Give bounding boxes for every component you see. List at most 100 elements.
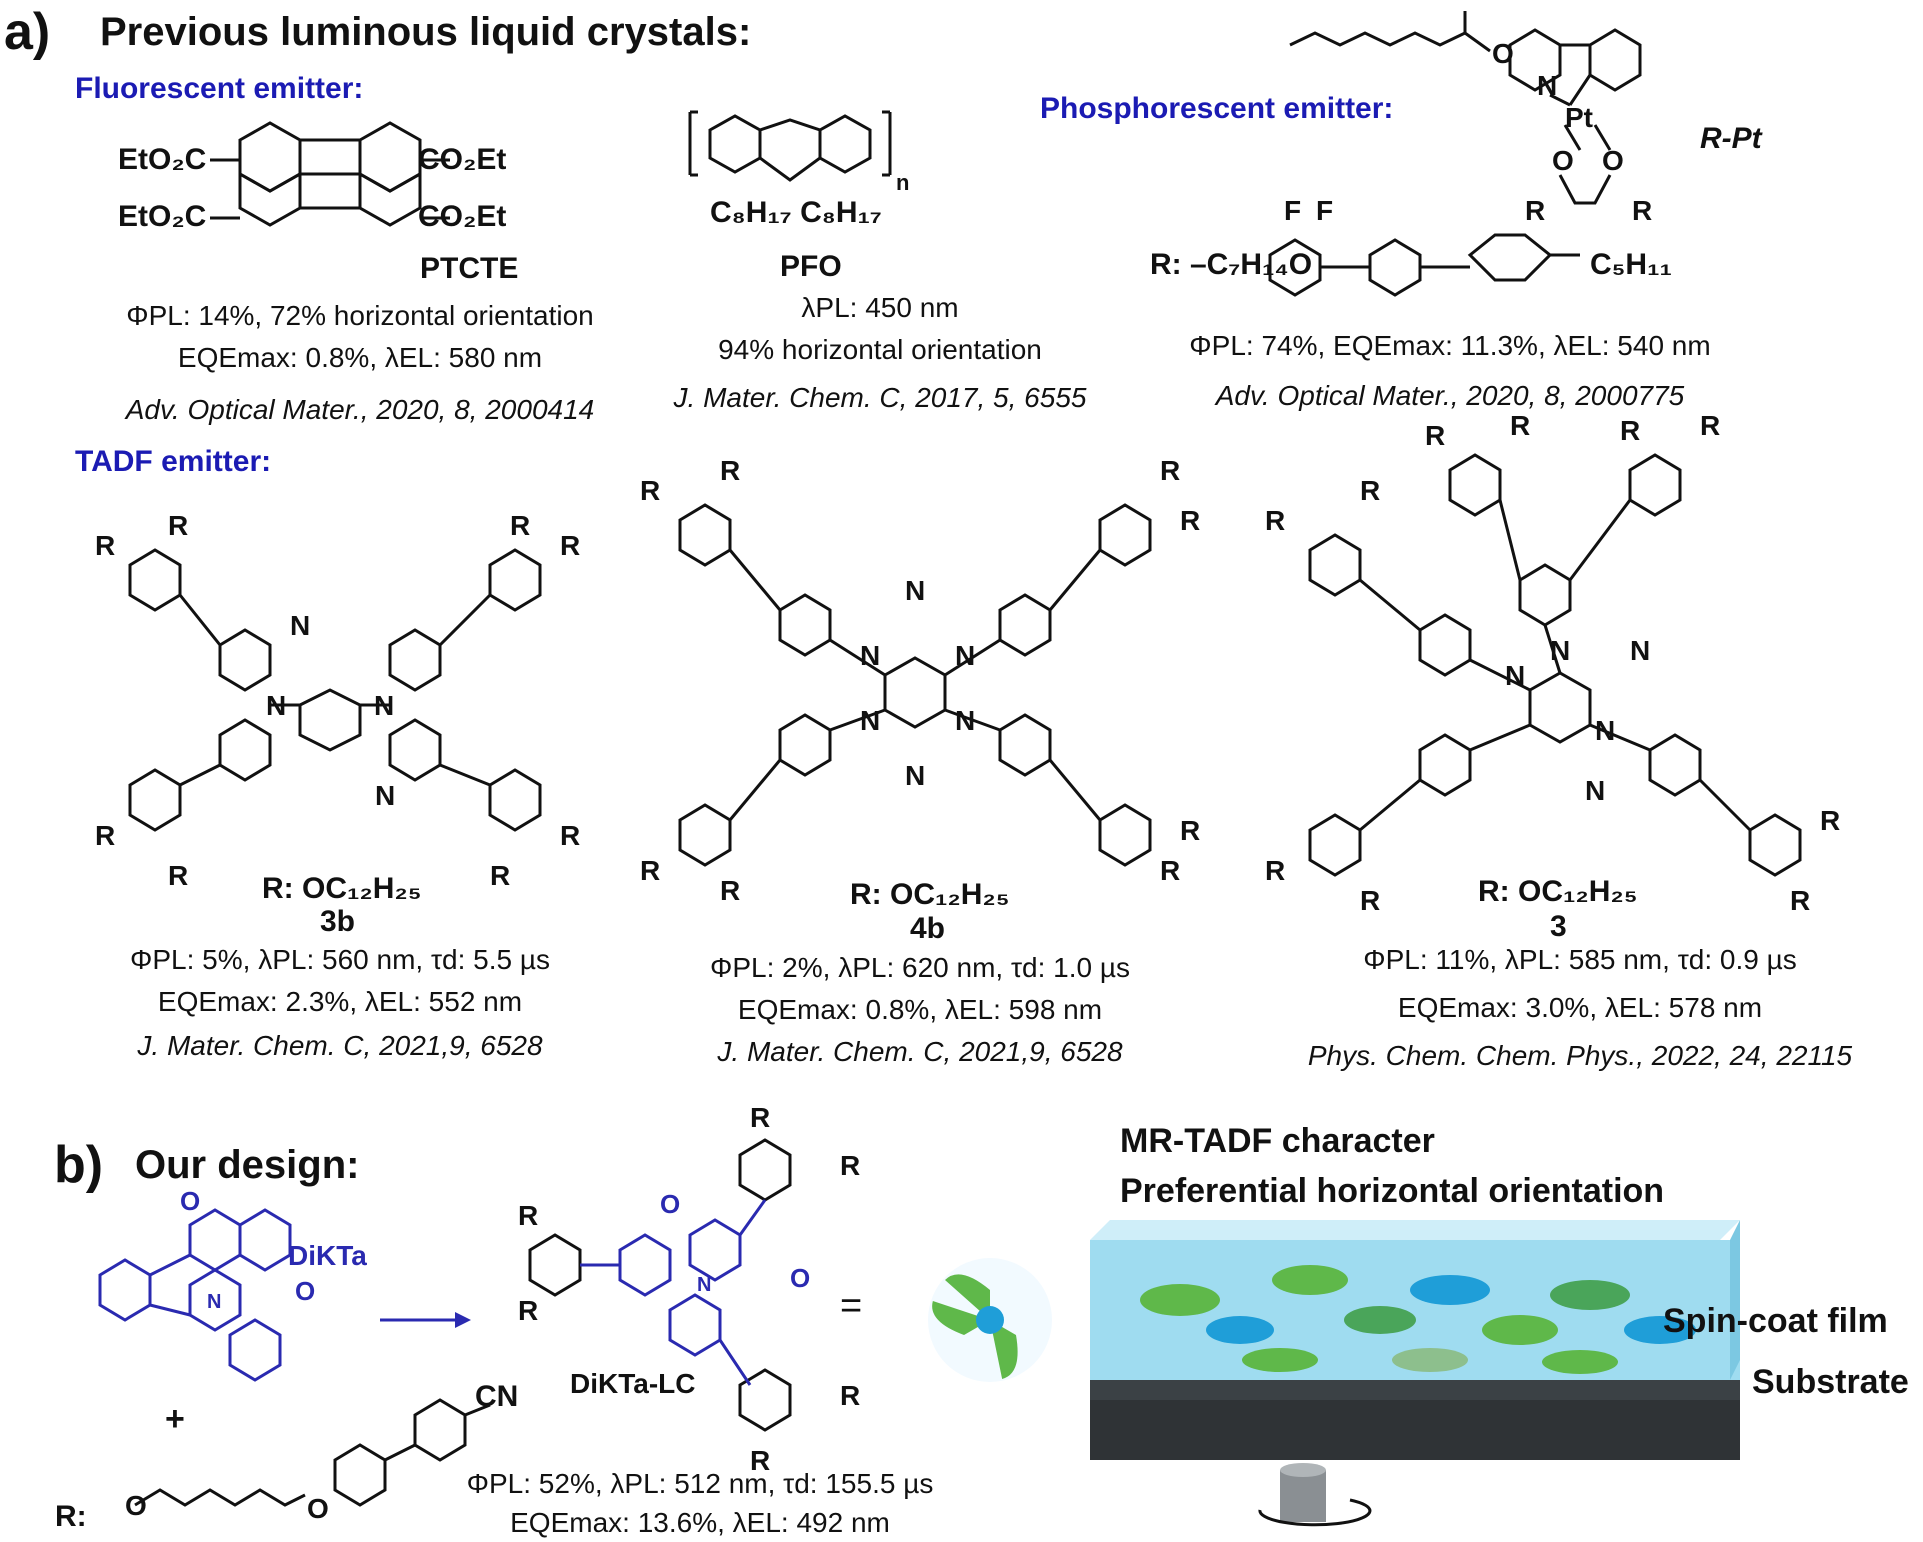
- pfo-chains: C₈H₁₇ C₈H₁₇: [710, 196, 882, 229]
- svg-text:O: O: [307, 1493, 329, 1524]
- dikta-lc-line2: EQEmax: 13.6%, λEL: 492 nm: [510, 1507, 890, 1538]
- svg-text:N: N: [905, 760, 925, 791]
- svg-text:R: R: [1360, 885, 1380, 916]
- tadf-heading: TADF emitter:: [75, 445, 272, 478]
- svg-text:N: N: [290, 610, 310, 641]
- tadf-3-line2: EQEmax: 3.0%, λEL: 578 nm: [1397, 992, 1763, 1023]
- pfo-n: n: [896, 170, 910, 195]
- svg-text:R: R: [750, 1445, 770, 1476]
- svg-text:R: R: [720, 875, 740, 906]
- dikta-lc-line1: ΦPL: 52%, λPL: 512 nm, τd: 155.5 µs: [466, 1468, 934, 1499]
- svg-text:O: O: [1602, 145, 1624, 176]
- svg-text:R: R: [1525, 195, 1545, 226]
- svg-text:F: F: [1284, 195, 1301, 226]
- film-label: Spin-coat film: [1663, 1302, 1888, 1340]
- svg-text:O: O: [180, 1186, 200, 1216]
- svg-text:R: R: [1160, 455, 1180, 486]
- svg-text:O: O: [295, 1276, 315, 1306]
- svg-text:F: F: [1316, 195, 1333, 226]
- substrate-label: Substrate: [1752, 1363, 1909, 1401]
- svg-text:R: R: [1180, 815, 1200, 846]
- svg-text:N: N: [905, 575, 925, 606]
- rpt-structure: O N Pt O O R R: [1289, 11, 1652, 226]
- svg-text:N: N: [860, 705, 880, 736]
- cn-label: CN: [475, 1380, 519, 1413]
- molecule-glyph-icon: [928, 1258, 1052, 1382]
- spin-coat-film-diagram: [1090, 1220, 1740, 1527]
- svg-text:O: O: [1492, 38, 1514, 69]
- svg-text:R: R: [640, 855, 660, 886]
- tadf-3-ref: Phys. Chem. Chem. Phys., 2022, 24, 22115: [1307, 1040, 1853, 1071]
- svg-text:O: O: [125, 1490, 147, 1521]
- tadf-3-line1: ΦPL: 11%, λPL: 585 nm, τd: 0.9 µs: [1363, 944, 1797, 975]
- svg-text:N: N: [955, 640, 975, 671]
- svg-text:R: R: [1360, 475, 1380, 506]
- rpt-r-structure: F F: [1268, 195, 1580, 297]
- pfo-ref: J. Mater. Chem. C, 2017, 5, 6555: [673, 382, 1087, 413]
- rpt-line1: ΦPL: 74%, EQEmax: 11.3%, λEL: 540 nm: [1189, 330, 1711, 361]
- svg-text:R: R: [1620, 415, 1640, 446]
- plus-sign: +: [165, 1400, 185, 1438]
- svg-text:R: R: [1820, 805, 1840, 836]
- ptcte-sub-3: EtO₂C: [118, 200, 207, 233]
- svg-text:R: R: [750, 1102, 770, 1133]
- svg-text:R: R: [1700, 410, 1720, 441]
- svg-text:R: R: [95, 530, 115, 561]
- r-label: R:: [55, 1500, 87, 1533]
- svg-text:R: R: [1632, 195, 1652, 226]
- svg-text:O: O: [790, 1263, 810, 1293]
- tadf-3b-line1: ΦPL: 5%, λPL: 560 nm, τd: 5.5 µs: [130, 944, 550, 975]
- phosphorescent-heading: Phosphorescent emitter:: [1040, 92, 1394, 125]
- ptcte-ref: Adv. Optical Mater., 2020, 8, 2000414: [125, 394, 595, 425]
- tadf-3-name: 3: [1550, 910, 1567, 943]
- svg-text:R: R: [720, 455, 740, 486]
- rpt-ref: Adv. Optical Mater., 2020, 8, 2000775: [1215, 380, 1685, 411]
- panel-b-label: b): [54, 1136, 104, 1194]
- pfo-structure: [688, 110, 892, 182]
- svg-text:R: R: [1510, 410, 1530, 441]
- tadf-3b-structure: N N N N R R R R R R R R: [95, 510, 580, 891]
- fluorescent-heading: Fluorescent emitter:: [75, 72, 364, 105]
- svg-text:R: R: [518, 1295, 538, 1326]
- svg-text:N: N: [374, 690, 394, 721]
- pfo-name: PFO: [780, 250, 842, 283]
- svg-text:N: N: [860, 640, 880, 671]
- svg-text:R: R: [95, 820, 115, 851]
- ptcte-line1: ΦPL: 14%, 72% horizontal orientation: [126, 300, 594, 331]
- tadf-3-rdef: R: OC₁₂H₂₅: [1478, 875, 1638, 908]
- svg-text:R: R: [510, 510, 530, 541]
- r-linker-structure: O O: [125, 1398, 491, 1524]
- equals-sign: =: [840, 1285, 863, 1327]
- svg-text:R: R: [1160, 855, 1180, 886]
- tadf-3b-rdef: R: OC₁₂H₂₅: [262, 872, 422, 905]
- svg-text:R: R: [560, 530, 580, 561]
- svg-text:R: R: [1265, 855, 1285, 886]
- svg-text:N: N: [1630, 635, 1650, 666]
- dikta-label: DiKTa: [288, 1240, 367, 1271]
- pfo-line2: 94% horizontal orientation: [718, 334, 1042, 365]
- svg-text:O: O: [660, 1189, 680, 1219]
- panel-a-label: a): [4, 3, 51, 61]
- svg-text:R: R: [1180, 505, 1200, 536]
- tadf-4b-line2: EQEmax: 0.8%, λEL: 598 nm: [737, 994, 1103, 1025]
- rpt-r-def: R: –C₇H₁₄O: [1150, 248, 1313, 281]
- svg-text:N: N: [1585, 775, 1605, 806]
- svg-text:O: O: [1552, 145, 1574, 176]
- tadf-3b-ref: J. Mater. Chem. C, 2021,9, 6528: [137, 1030, 543, 1061]
- svg-text:R: R: [1265, 505, 1285, 536]
- reaction-arrow: [380, 1312, 471, 1328]
- ptcte-sub-4: CO₂Et: [418, 200, 507, 233]
- svg-text:R: R: [168, 860, 188, 891]
- ptcte-sub-1: EtO₂C: [118, 143, 207, 176]
- feature-1: MR-TADF character: [1120, 1122, 1435, 1160]
- svg-text:N: N: [1505, 660, 1525, 691]
- svg-text:R: R: [1425, 420, 1445, 451]
- svg-text:N: N: [375, 780, 395, 811]
- feature-2: Preferential horizontal orientation: [1120, 1172, 1665, 1210]
- tadf-3-structure: N N N N N R R R R R R R R R R: [1265, 410, 1840, 916]
- tadf-3b-line2: EQEmax: 2.3%, λEL: 552 nm: [157, 986, 523, 1017]
- dikta-lc-label: DiKTa-LC: [570, 1368, 696, 1399]
- svg-text:N: N: [955, 705, 975, 736]
- svg-text:N: N: [1595, 715, 1615, 746]
- tadf-4b-rdef: R: OC₁₂H₂₅: [850, 878, 1010, 911]
